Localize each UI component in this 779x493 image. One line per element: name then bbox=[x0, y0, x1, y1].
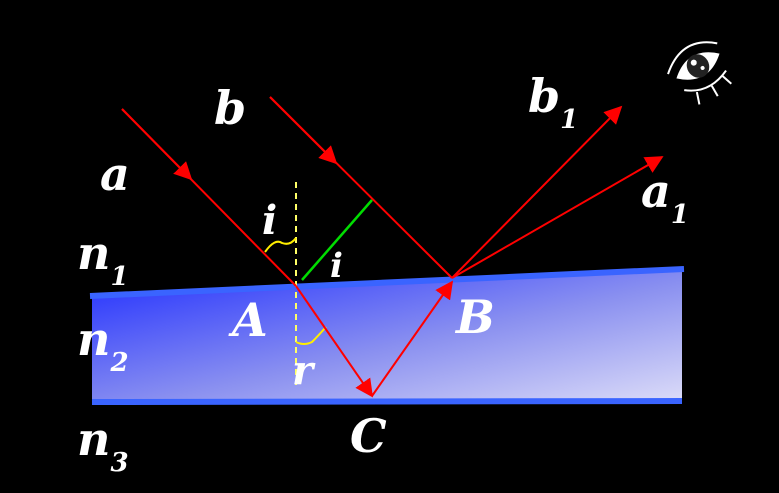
ray-b1-reflected bbox=[451, 105, 623, 279]
label-B: B bbox=[454, 290, 495, 344]
label-a1-sub: 1 bbox=[671, 200, 689, 230]
label-b1: b1 bbox=[528, 69, 578, 135]
label-n2: n2 bbox=[77, 312, 129, 378]
film-body bbox=[92, 269, 682, 402]
film-top-surface bbox=[89, 266, 685, 299]
angle-i-arc bbox=[264, 237, 297, 253]
label-A: A bbox=[228, 293, 268, 347]
label-n2-main: n bbox=[77, 312, 110, 366]
ray-b-incident-arrow bbox=[269, 96, 338, 165]
eye-icon bbox=[667, 41, 732, 105]
label-b: b bbox=[214, 81, 246, 135]
label-i-top: i bbox=[262, 197, 277, 244]
label-n3: n3 bbox=[77, 412, 129, 478]
label-i-right: i bbox=[330, 246, 343, 286]
wavefront-line bbox=[301, 199, 373, 281]
label-n3-main: n bbox=[77, 412, 110, 466]
label-a1-main: a bbox=[641, 164, 671, 218]
label-b1-sub: 1 bbox=[560, 105, 578, 135]
thin-film bbox=[89, 266, 685, 405]
film-bottom-surface bbox=[91, 398, 683, 405]
ray-c-reflected bbox=[371, 280, 454, 397]
rays bbox=[121, 96, 664, 398]
label-n3-sub: 3 bbox=[110, 448, 128, 478]
label-n1: n1 bbox=[77, 226, 129, 292]
ray-a-refracted bbox=[295, 285, 374, 398]
label-b1-main: b bbox=[528, 69, 560, 123]
ray-a-incident-arrow bbox=[121, 108, 193, 181]
label-a: a bbox=[100, 147, 130, 201]
label-n1-main: n bbox=[77, 226, 110, 280]
label-n1-sub: 1 bbox=[110, 262, 128, 292]
angle-r-arc bbox=[295, 326, 327, 345]
ray-a1-transmitted bbox=[451, 156, 664, 279]
label-r: r bbox=[292, 347, 316, 394]
label-a1: a1 bbox=[641, 164, 689, 230]
label-n2-sub: 2 bbox=[109, 348, 128, 378]
label-C: C bbox=[350, 409, 387, 463]
